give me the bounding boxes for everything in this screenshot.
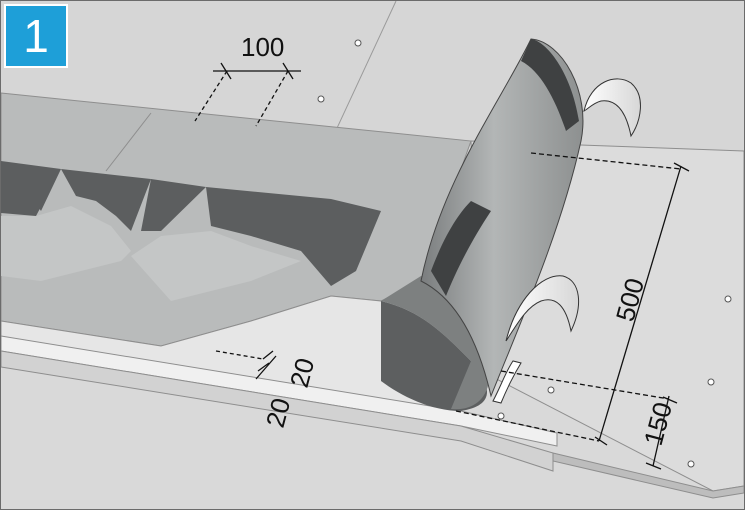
dimension-100: 100 xyxy=(241,32,284,62)
release-liner-bottom xyxy=(505,275,580,342)
rolled-membrane xyxy=(381,301,488,411)
dimension-lines xyxy=(194,62,690,470)
membrane-sheet xyxy=(420,38,584,398)
adhesive-strip xyxy=(1,161,381,286)
step-number-badge: 1 xyxy=(4,4,68,68)
release-liner-top xyxy=(583,78,641,138)
